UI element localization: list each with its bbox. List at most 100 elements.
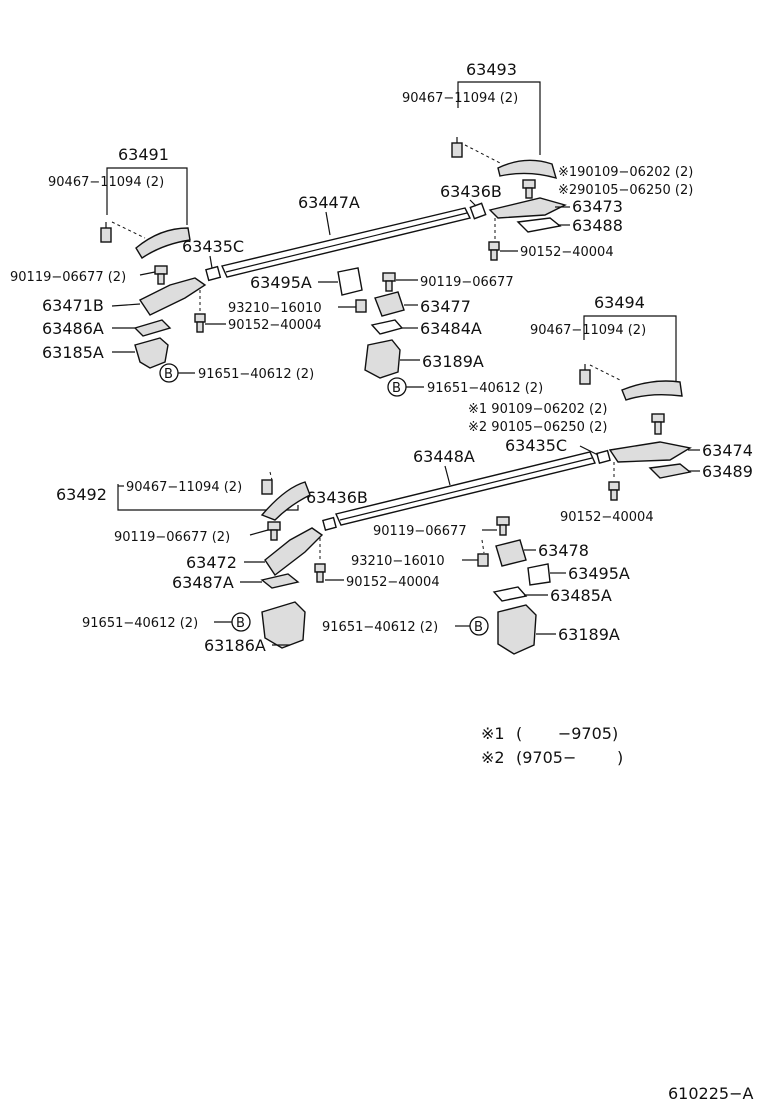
label-note1-top: ※190109−06202 (2)	[558, 165, 693, 180]
legend-row2-text: (9705− )	[516, 748, 623, 767]
label-note2-bot: ※2 90105−06250 (2)	[468, 420, 607, 435]
part-63488	[516, 217, 562, 233]
label-63489: 63489	[702, 462, 753, 481]
legend-row2-mark: ※2	[481, 748, 505, 767]
joint-63435C-top	[205, 265, 222, 282]
label-63493: 63493	[466, 60, 517, 79]
legend-row1-text: ( −9705)	[516, 724, 618, 743]
b-circle-3	[231, 612, 251, 632]
label-63448A: 63448A	[413, 447, 475, 466]
label-63495A-top: 63495A	[250, 273, 312, 292]
bolt-90119-bot1	[267, 521, 281, 541]
label-63484A: 63484A	[420, 319, 482, 338]
label-63473: 63473	[572, 197, 623, 216]
legend-row1-mark: ※1	[481, 724, 505, 743]
part-63477	[374, 291, 405, 317]
label-note2-top: ※290105−06250 (2)	[558, 183, 693, 198]
label-90152-right: 90152−40004	[560, 510, 654, 525]
label-63485A: 63485A	[550, 586, 612, 605]
label-63494: 63494	[594, 293, 645, 312]
rail-63447A	[221, 207, 472, 278]
group-63494	[579, 315, 683, 401]
label-90119-bot2: 90119−06677	[373, 524, 467, 539]
part-63478	[495, 539, 527, 567]
group-63492	[117, 471, 311, 521]
label-63189A-bot: 63189A	[558, 625, 620, 644]
joint-63436B-bot	[322, 516, 337, 531]
label-b2: B	[392, 381, 401, 396]
part-63185A	[134, 337, 169, 369]
label-93210-bot: 93210−16010	[351, 554, 445, 569]
bolt-90119-bot2	[496, 516, 510, 536]
label-63491: 63491	[118, 145, 169, 164]
part-63472	[264, 527, 324, 577]
label-63472: 63472	[186, 553, 237, 572]
label-63435C-bot: 63435C	[505, 436, 567, 455]
part-63189A-top	[364, 339, 401, 379]
label-63436B-top: 63436B	[440, 182, 502, 201]
label-90467-bot: 90467−11094 (2)	[126, 480, 242, 495]
label-91651-c: 91651−40612 (2)	[82, 616, 198, 631]
label-note1-bot: ※1 90109−06202 (2)	[468, 402, 607, 417]
joint-63436B-top	[469, 202, 487, 220]
screw-90152-bot	[314, 538, 326, 583]
bolt-90119-mid	[382, 272, 396, 292]
label-90152-bot: 90152−40004	[346, 575, 440, 590]
part-63495A-bot	[527, 563, 551, 586]
label-63477: 63477	[420, 297, 471, 316]
label-90152-top: 90152−40004	[520, 245, 614, 260]
label-63471B: 63471B	[42, 296, 104, 315]
part-63186A	[261, 601, 306, 649]
part-63484A	[370, 319, 404, 335]
group-63493	[451, 81, 558, 180]
part-63495A-top	[337, 267, 363, 296]
part-63474	[608, 441, 692, 463]
label-63486A: 63486A	[42, 319, 104, 338]
label-63492: 63492	[56, 485, 107, 504]
label-90152-mid: 90152−40004	[228, 318, 322, 333]
part-63487A	[260, 573, 300, 589]
label-63488: 63488	[572, 216, 623, 235]
label-63478: 63478	[538, 541, 589, 560]
label-90467-top: 90467−11094 (2)	[402, 91, 518, 106]
label-91651-a: 91651−40612 (2)	[198, 367, 314, 382]
label-90119-left: 90119−06677 (2)	[10, 270, 126, 285]
label-90467-left: 90467−11094 (2)	[48, 175, 164, 190]
label-91651-b: 91651−40612 (2)	[427, 381, 543, 396]
label-63436B-bot: 63436B	[306, 488, 368, 507]
part-63189A-bot	[497, 604, 537, 655]
nut-93210-top	[355, 299, 367, 313]
screw-90152-top	[488, 218, 500, 261]
part-63486A	[133, 319, 172, 337]
diagram-code: 610225−A	[668, 1084, 753, 1103]
bolt-note-top	[522, 179, 536, 199]
label-63474: 63474	[702, 441, 753, 460]
bolt-90119-left	[154, 265, 168, 285]
group-63491	[100, 167, 191, 259]
label-90467-right: 90467−11094 (2)	[530, 323, 646, 338]
label-63189A-top: 63189A	[422, 352, 484, 371]
label-91651-d: 91651−40612 (2)	[322, 620, 438, 635]
label-63495A-bot: 63495A	[568, 564, 630, 583]
rail-63448A	[335, 451, 596, 526]
label-b4: B	[474, 620, 483, 635]
label-b3: B	[236, 616, 245, 631]
part-63471B	[138, 277, 207, 316]
label-63186A: 63186A	[204, 636, 266, 655]
label-63185A: 63185A	[42, 343, 104, 362]
screw-90152-right	[608, 462, 620, 501]
part-63489	[648, 463, 692, 479]
label-63487A: 63487A	[172, 573, 234, 592]
screw-90152-mid	[194, 290, 206, 333]
nut-93210-bot	[477, 539, 489, 567]
label-90119-mid: 90119−06677	[420, 275, 514, 290]
label-93210-top: 93210−16010	[228, 301, 322, 316]
label-63435C-top: 63435C	[182, 237, 244, 256]
part-63485A	[492, 586, 528, 602]
b-circle-4	[469, 616, 489, 636]
label-90119-bot1: 90119−06677 (2)	[114, 530, 230, 545]
joint-63435C-bot	[596, 449, 611, 464]
label-63447A: 63447A	[298, 193, 360, 212]
part-63473	[488, 197, 567, 219]
